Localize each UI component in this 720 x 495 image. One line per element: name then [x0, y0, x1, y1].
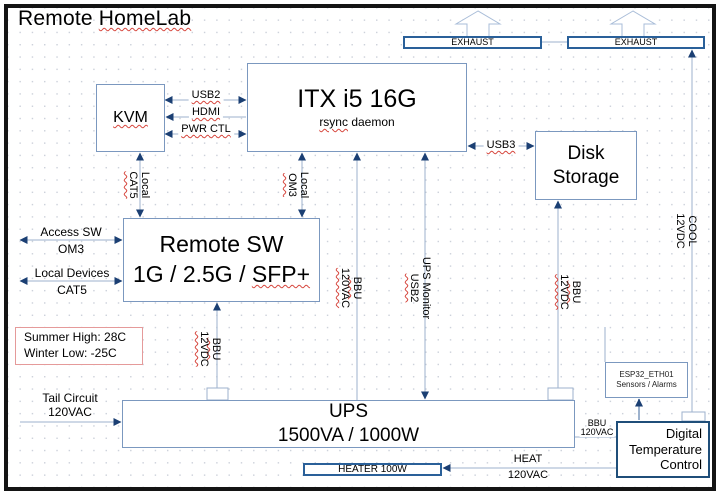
kvm-label: KVM: [113, 108, 148, 126]
climate-winter: Winter Low: -25C: [24, 346, 117, 360]
label-ups-monitor-l2: USB2: [408, 273, 420, 303]
node-disk-storage: Disk Storage: [535, 131, 637, 200]
label-usb2: USB2: [188, 89, 224, 101]
remote-sw-speeds-text: 1G / 2.5G /: [132, 261, 252, 287]
label-ups-monitor-l1: UPS Monitor: [420, 256, 432, 320]
label-heat: HEAT: [513, 453, 543, 465]
node-kvm: KVM: [96, 84, 165, 152]
node-remote-switch: Remote SW 1G / 2.5G / SFP+: [123, 218, 320, 302]
label-bbu-ctrl: BBU: [586, 418, 608, 428]
label-bbu-120vac-l1: BBU: [351, 276, 363, 300]
node-heater: HEATER 100W: [303, 463, 442, 476]
node-itx-server: ITX i5 16G rsync daemon: [247, 63, 467, 152]
connector-stub-sw: [206, 387, 229, 401]
label-usb3: USB3: [483, 139, 519, 151]
label-local-cat5-l2: CAT5: [127, 171, 139, 199]
label-local-devices-cat5: CAT5: [57, 283, 87, 297]
node-exhaust-left: EXHAUST: [403, 36, 542, 49]
exhaust-up-arrow-icon: [454, 10, 502, 38]
label-cool-12vdc-l2: 12VDC: [674, 213, 686, 249]
label-ups-monitor: UPS Monitor USB2: [408, 257, 432, 319]
label-access-sw: Access SW: [40, 225, 102, 239]
label-bbu-120vac-l2: 120VAC: [339, 267, 351, 309]
page-title: Remote HomeLab: [18, 7, 191, 31]
exhaust-up-arrow-icon: [609, 10, 657, 38]
itx-title: ITX i5 16G: [297, 85, 417, 114]
label-bbu-12vdc-sw-l2: 12VDC: [198, 331, 210, 367]
label-cool-12vdc-l1: COOL: [686, 215, 698, 247]
remote-sw-title: Remote SW: [159, 231, 284, 258]
label-bbu-12vdc-sw: BBU 12VDC: [198, 331, 222, 366]
label-local-om3-l2: OM3: [286, 173, 298, 197]
label-access-sw-om3: OM3: [57, 242, 85, 256]
label-local-devices: Local Devices: [34, 266, 110, 280]
label-pwr-ctl: PWR CTL: [178, 123, 234, 135]
label-tail-circuit: Tail Circuit: [42, 391, 98, 405]
title-text-spellchecked: HomeLab: [98, 7, 192, 30]
label-bbu-12vdc-disk-l2: 12VDC: [558, 274, 570, 310]
label-cool-12vdc: COOL 12VDC: [674, 213, 698, 248]
node-exhaust-right: EXHAUST: [567, 36, 705, 49]
label-local-cat5: Local CAT5: [127, 171, 151, 198]
label-bbu-12vdc-disk: BBU 12VDC: [558, 274, 582, 309]
node-ups: UPS 1500VA / 1000W: [122, 400, 575, 448]
itx-subtitle-daemon: daemon: [347, 114, 395, 129]
label-local-om3-l1: Local: [298, 171, 310, 199]
connector-stub-disk: [547, 387, 574, 401]
label-bbu-12vdc-disk-l1: BBU: [570, 280, 582, 304]
connector-stub-cool: [681, 411, 706, 422]
itx-subtitle-rsync: rsync: [319, 114, 348, 129]
label-bbu-12vdc-sw-l1: BBU: [210, 337, 222, 361]
label-local-cat5-l1: Local: [139, 171, 151, 199]
esp32-subtitle: Sensors / Alarms: [616, 380, 677, 389]
node-esp32-sensors: ESP32_ETH01 Sensors / Alarms: [605, 362, 688, 398]
remote-sw-speeds: 1G / 2.5G / SFP+: [133, 260, 310, 290]
label-hdmi: HDMI: [188, 106, 224, 118]
itx-subtitle: rsync daemon: [319, 114, 395, 130]
node-temp-controller: Digital Temperature Control: [616, 421, 710, 478]
label-tail-circuit-120vac: 120VAC: [48, 405, 92, 419]
climate-note: Summer High: 28C Winter Low: -25C: [15, 327, 143, 365]
ups-rating: 1500VA / 1000W: [277, 425, 420, 446]
remote-sw-sfp-label: SFP+: [251, 261, 311, 287]
ups-title: UPS: [328, 401, 369, 423]
label-heat-120vac: 120VAC: [507, 469, 549, 481]
label-local-om3: Local OM3: [286, 172, 310, 198]
climate-summer: Summer High: 28C: [24, 330, 127, 345]
label-bbu-120vac: BBU 120VAC: [339, 268, 363, 308]
esp32-title: ESP32_ETH01: [619, 370, 674, 379]
title-text: Remote: [18, 7, 99, 30]
label-bbu-ctrl-120vac: 120VAC: [579, 427, 615, 437]
